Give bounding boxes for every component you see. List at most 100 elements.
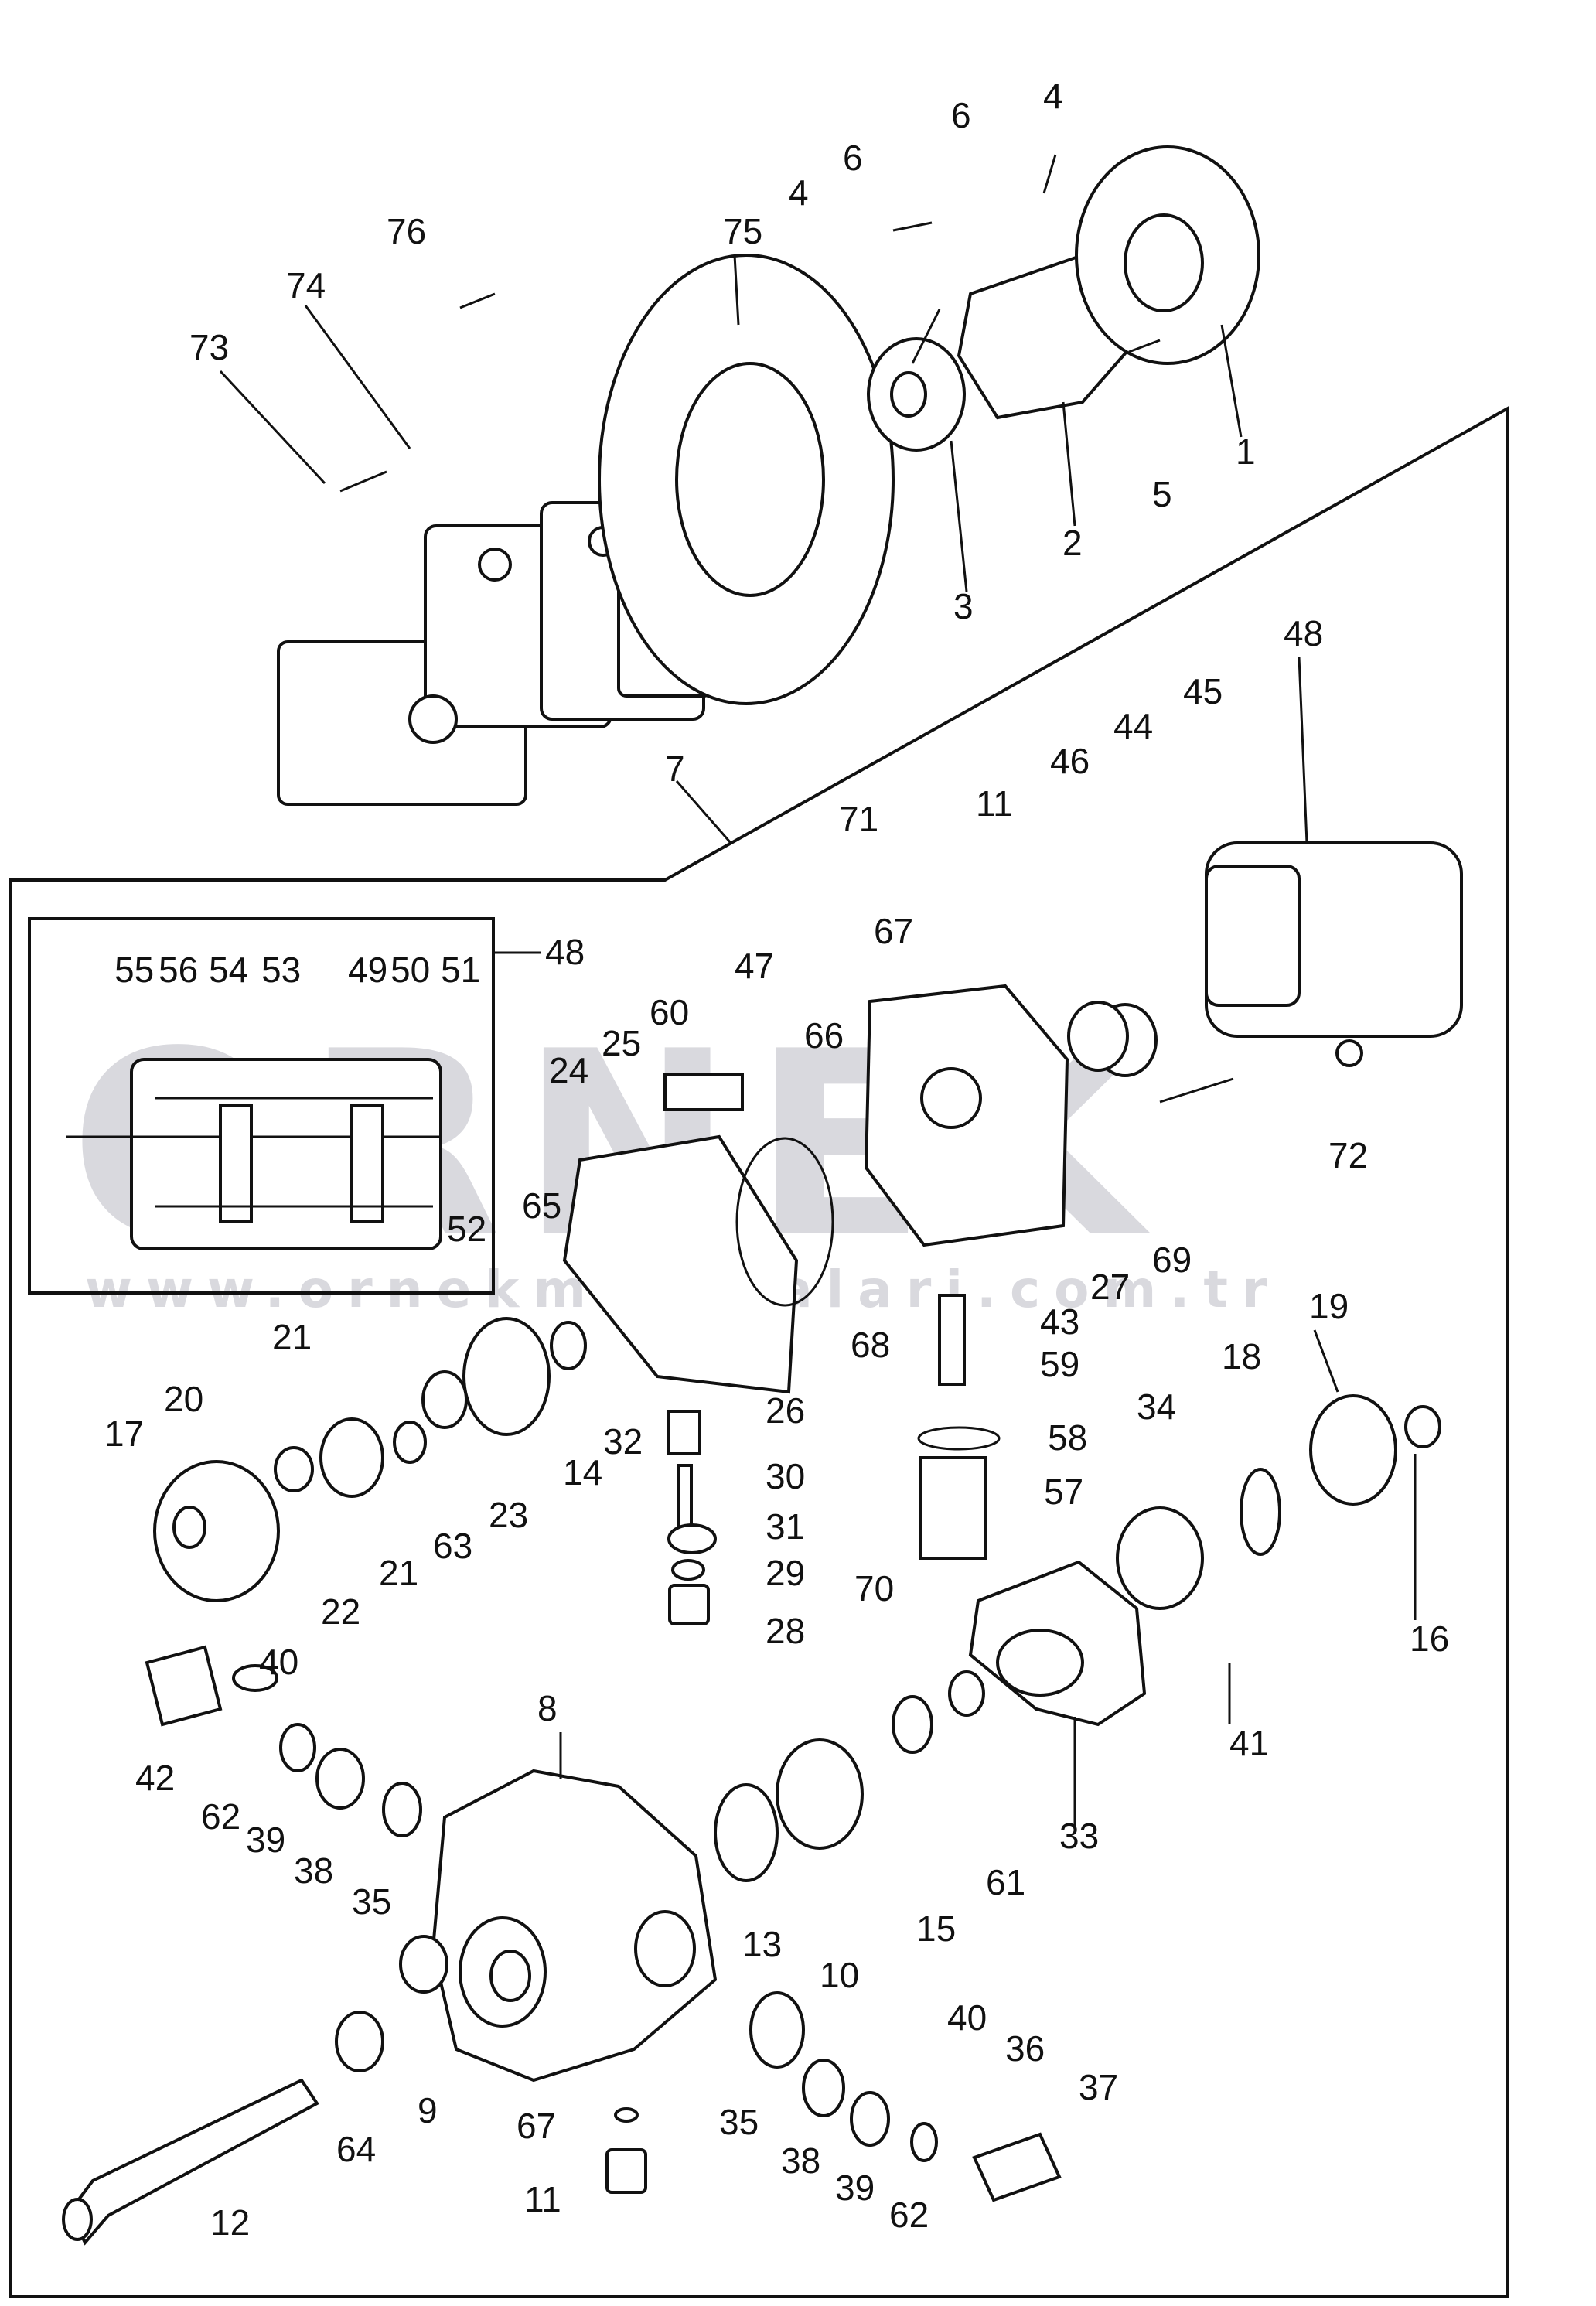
callout-62: 62 [201,1796,240,1837]
callout-2: 2 [1062,523,1083,563]
callout-6: 6 [843,138,863,178]
callout-17: 17 [104,1414,144,1454]
callout-48: 48 [545,932,585,972]
callout-58: 58 [1048,1417,1087,1458]
callout-11: 11 [976,783,1013,824]
callout-54: 54 [209,950,248,990]
drive-shaft [62,2078,319,2246]
callout-39: 39 [835,2168,875,2208]
callout-33: 33 [1059,1816,1099,1856]
callout-1: 1 [1236,432,1256,472]
callout-30: 30 [766,1456,805,1496]
lower-bearing-set [145,1645,1062,2202]
callout-24: 24 [549,1050,588,1090]
callout-9: 9 [418,2090,438,2130]
mounting-flange [598,254,895,705]
assembly-leader [675,780,732,844]
callout-43: 43 [1040,1301,1079,1342]
callout-28: 28 [766,1611,805,1651]
callout-15: 15 [916,1909,956,1949]
inset-cutaway [66,1058,442,1250]
callout-57: 57 [1044,1472,1083,1512]
callout-34: 34 [1137,1387,1176,1427]
coupling-parts [339,145,1260,493]
callout-60: 60 [650,992,689,1032]
callout-67: 67 [874,911,913,951]
leader-lines [219,254,1417,1833]
section-frames [9,405,1509,2298]
rotating-group [153,1317,587,1602]
main-assembly-frame [9,405,1509,2298]
callout-29: 29 [766,1553,805,1593]
callout-59: 59 [1040,1344,1079,1384]
callout-3: 3 [953,586,974,626]
callout-6: 6 [951,95,971,135]
callout-22: 22 [321,1591,360,1632]
callout-11: 11 [524,2179,561,2219]
callout-70: 70 [854,1568,894,1608]
callout-20: 20 [164,1379,203,1419]
callout-10: 10 [820,1955,859,1995]
callout-66: 66 [804,1015,844,1056]
main-housing [335,1670,985,2083]
callout-50: 50 [390,950,430,990]
callout-21: 21 [272,1317,312,1357]
cover-and-pump-48 [864,841,1463,1247]
callout-36: 36 [1005,2028,1045,2069]
callout-38: 38 [781,2141,820,2181]
callout-41: 41 [1229,1723,1269,1763]
callout-19: 19 [1309,1286,1349,1326]
callout-40: 40 [947,1997,987,2038]
detail-inset-frame [28,917,495,1295]
callout-46: 46 [1050,741,1090,781]
callout-21: 21 [379,1553,418,1593]
callout-14: 14 [563,1452,602,1492]
callout-27: 27 [1090,1267,1130,1307]
callout-35: 35 [352,1881,391,1922]
callout-62: 62 [889,2195,929,2235]
callout-75: 75 [723,211,762,251]
callout-72: 72 [1328,1135,1368,1175]
swash-plate-group [968,1394,1441,1727]
callout-37: 37 [1079,2067,1118,2107]
callout-76: 76 [387,211,426,251]
callout-49: 49 [348,950,387,990]
callout-61: 61 [986,1862,1025,1902]
callout-40: 40 [259,1642,298,1682]
callout-16: 16 [1410,1619,1449,1659]
callout-63: 63 [433,1526,472,1566]
callout-26: 26 [766,1390,805,1431]
parts-drawing [62,145,1463,2246]
callout-12: 12 [210,2202,250,2243]
callout-38: 38 [294,1851,333,1891]
callout-44: 44 [1113,706,1153,746]
callout-45: 45 [1183,671,1223,711]
callout-4: 4 [1043,76,1063,116]
callout-68: 68 [851,1325,890,1365]
valve-block [562,1073,834,1394]
callout-67: 67 [517,2106,556,2146]
callout-47: 47 [735,946,774,986]
callout-71: 71 [839,799,878,839]
callout-69: 69 [1152,1240,1192,1280]
callouts: 1 2 3 4 4 5 6 6 7 8 9 10 11 11 12 13 14 … [104,76,1449,2243]
callout-74: 74 [286,265,326,305]
callout-13: 13 [742,1924,782,1964]
callout-7: 7 [665,749,685,789]
callout-53: 53 [261,950,301,990]
callout-31: 31 [766,1506,805,1547]
callout-64: 64 [336,2129,376,2169]
callout-51: 51 [441,950,480,990]
callout-48: 48 [1284,613,1323,653]
callout-18: 18 [1222,1336,1261,1376]
callout-56: 56 [159,950,198,990]
callout-52: 52 [447,1209,486,1249]
callout-25: 25 [602,1023,641,1063]
callout-65: 65 [522,1185,561,1226]
relief-valve-stack [667,1294,1001,1625]
callout-35: 35 [719,2102,759,2142]
callout-42: 42 [135,1758,175,1798]
callout-8: 8 [537,1688,558,1728]
callout-23: 23 [489,1495,528,1535]
